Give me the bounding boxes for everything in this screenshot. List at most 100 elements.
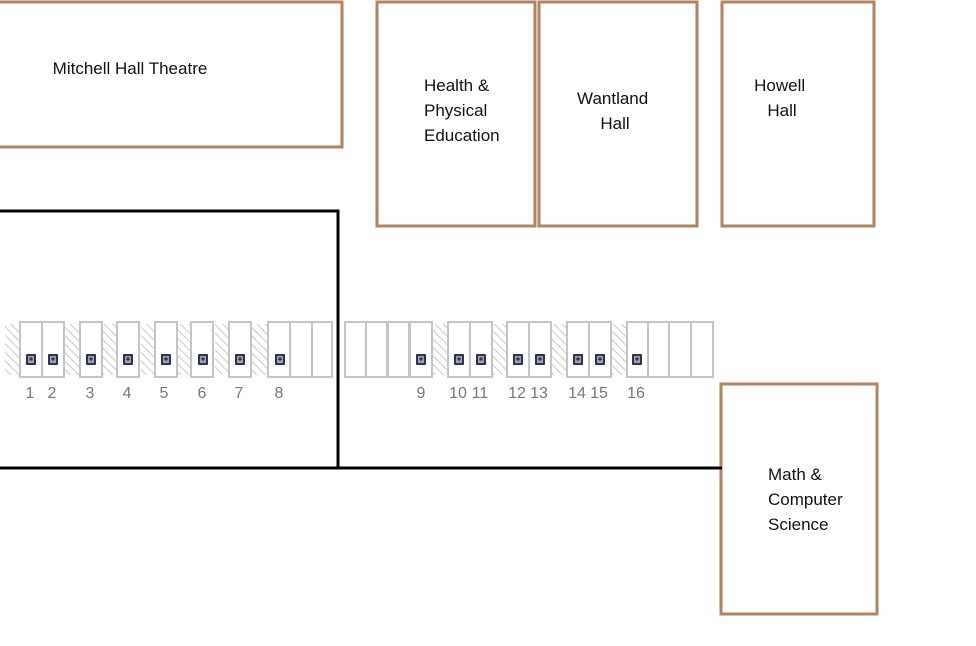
space-number: 14 [568, 385, 586, 402]
space-number: 1 [26, 385, 35, 402]
space-number: 5 [160, 385, 169, 402]
building-outline [719, 382, 879, 616]
building-label-line: Math & [768, 465, 823, 484]
building-label-line: Wantland [577, 89, 648, 108]
wheelchair-icon [161, 354, 171, 365]
wheelchair-icon [535, 354, 545, 365]
parking-stalls [19, 321, 714, 378]
building-label-line: Howell [754, 76, 805, 95]
building-outline [537, 0, 699, 228]
access-aisle-hatch [552, 324, 566, 375]
building-label: Wantland Hall [577, 89, 653, 133]
space-number: 9 [417, 385, 426, 402]
space-number: 4 [123, 385, 132, 402]
building-label-line: Physical [424, 101, 487, 120]
parking-stall[interactable] [626, 321, 649, 378]
parking-stall[interactable] [528, 321, 552, 378]
parking-lot-boundary [0, 209, 722, 470]
parking-stall[interactable] [506, 321, 530, 378]
building-label-line: Health & [424, 76, 490, 95]
wheelchair-icon [198, 354, 208, 365]
wheelchair-icon-dot [419, 357, 423, 361]
wheelchair-icon [26, 354, 36, 365]
access-aisle-hatch [433, 324, 447, 375]
wheelchair-icon [513, 354, 523, 365]
space-number: 6 [198, 385, 207, 402]
building-label: Howell Hall [754, 76, 810, 120]
building-label: Mitchell Hall Theatre [53, 59, 208, 78]
parking-stall[interactable] [154, 321, 178, 378]
wheelchair-icon [123, 354, 133, 365]
parking-stall[interactable] [79, 321, 103, 378]
space-number: 8 [275, 385, 284, 402]
space-number: 7 [235, 385, 244, 402]
wheelchair-icon-dot [576, 357, 580, 361]
building-outline [720, 0, 876, 228]
space-number: 2 [48, 385, 57, 402]
building-label-line: Hall [600, 114, 629, 133]
wheelchair-icon-dot [201, 357, 205, 361]
wheelchair-icon-dot [516, 357, 520, 361]
space-number: 16 [627, 385, 645, 402]
building-label-line: Mitchell Hall Theatre [53, 59, 208, 78]
building-label: Health & Physical Education [424, 76, 500, 145]
parking-stall[interactable] [365, 321, 388, 378]
space-number: 3 [86, 385, 95, 402]
parking-stall[interactable] [387, 321, 410, 378]
parking-stall[interactable] [647, 321, 670, 378]
accessible-space-icons [26, 354, 642, 365]
wheelchair-icon-dot [457, 357, 461, 361]
access-aisle-hatch [65, 324, 79, 375]
wheelchair-icon [454, 354, 464, 365]
access-aisle-hatch [252, 324, 267, 375]
wheelchair-icon [86, 354, 96, 365]
building-mitchell-hall-theatre[interactable]: Mitchell Hall Theatre [0, 0, 344, 149]
wheelchair-icon-dot [89, 357, 93, 361]
building-label-line: Education [424, 126, 500, 145]
parking-stall[interactable] [190, 321, 214, 378]
parking-stall[interactable] [469, 321, 493, 378]
building-math-computer-science[interactable]: Math & Computer Science [719, 382, 879, 616]
wheelchair-icon-dot [126, 357, 130, 361]
parking-stall[interactable] [41, 321, 65, 378]
parking-stall[interactable] [588, 321, 612, 378]
wheelchair-icon-dot [278, 357, 282, 361]
parking-stall[interactable] [267, 321, 291, 378]
space-number: 12 [508, 385, 526, 402]
parking-stall[interactable] [447, 321, 471, 378]
parking-stall[interactable] [690, 321, 714, 378]
parking-stall[interactable] [344, 321, 367, 378]
building-outline [0, 0, 344, 149]
building-label-line: Computer [768, 490, 843, 509]
building-outline [375, 0, 537, 228]
building-label-line: Science [768, 515, 828, 534]
wheelchair-icon [48, 354, 58, 365]
wheelchair-icon [573, 354, 583, 365]
parking-stall[interactable] [19, 321, 43, 378]
building-health-physical-education[interactable]: Health & Physical Education [375, 0, 537, 228]
building-howell-hall[interactable]: Howell Hall [720, 0, 876, 228]
parking-stall[interactable] [409, 321, 433, 378]
parking-stall[interactable] [116, 321, 140, 378]
access-aisle-hatch [178, 324, 190, 375]
wheelchair-icon-dot [238, 357, 242, 361]
wheelchair-icon [595, 354, 605, 365]
parking-stall[interactable] [311, 321, 333, 378]
parking-stall[interactable] [668, 321, 692, 378]
access-aisle-hatch [103, 324, 117, 375]
parking-stall[interactable] [566, 321, 590, 378]
wheelchair-icon-dot [635, 357, 639, 361]
wheelchair-icon [416, 354, 426, 365]
parking-stall[interactable] [289, 321, 313, 378]
access-aisle-hatch [493, 324, 506, 375]
access-aisle-hatch [215, 324, 228, 375]
access-aisle-hatch [612, 324, 626, 375]
building-label-line: Hall [767, 101, 796, 120]
space-number: 11 [472, 385, 489, 402]
wheelchair-icon-dot [538, 357, 542, 361]
wheelchair-icon-dot [479, 357, 483, 361]
parking-stall[interactable] [228, 321, 252, 378]
wheelchair-icon [235, 354, 245, 365]
building-wantland-hall[interactable]: Wantland Hall [537, 0, 699, 228]
